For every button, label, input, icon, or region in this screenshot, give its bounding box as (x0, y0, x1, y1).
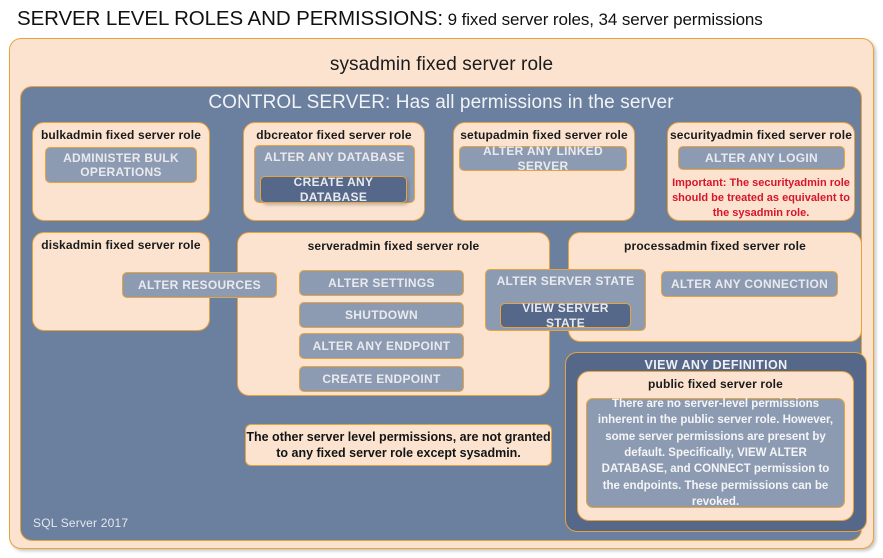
permission-alter-server-state-label: ALTER SERVER STATE (496, 274, 635, 288)
role-title-diskadmin: diskadmin fixed server role (41, 238, 201, 252)
role-title-public: public fixed server role (648, 377, 783, 391)
page-title-main: SERVER LEVEL ROLES AND PERMISSIONS: (17, 7, 444, 30)
role-title-processadmin: processadmin fixed server role (624, 239, 806, 253)
permission-alter-any-connection[interactable]: ALTER ANY CONNECTION (661, 271, 838, 297)
role-title-serveradmin: serveradmin fixed server role (307, 239, 480, 253)
role-title-dbcreator: dbcreator fixed server role (256, 128, 412, 142)
sysadmin-label: sysadmin fixed server role (329, 54, 554, 75)
permission-administer-bulk-operations[interactable]: ADMINISTER BULK OPERATIONS (45, 147, 197, 183)
role-box-securityadmin (667, 122, 855, 221)
public-role-description: There are no server-level permissions in… (586, 398, 845, 508)
permission-alter-settings[interactable]: ALTER SETTINGS (299, 270, 464, 296)
control-server-label: CONTROL SERVER: Has all permissions in t… (208, 92, 674, 113)
page-title-sub: 9 fixed server roles, 34 server permissi… (443, 10, 763, 29)
role-title-setupadmin: setupadmin fixed server role (460, 128, 628, 142)
permission-create-endpoint[interactable]: CREATE ENDPOINT (299, 366, 464, 392)
permission-shutdown[interactable]: SHUTDOWN (299, 302, 464, 328)
role-title-securityadmin: securityadmin fixed server role (669, 128, 853, 142)
permission-alter-any-login[interactable]: ALTER ANY LOGIN (678, 146, 845, 170)
permission-create-any-database[interactable]: CREATE ANY DATABASE (260, 175, 407, 204)
note-other-permissions: The other server level permissions, are … (245, 424, 552, 466)
permission-alter-any-database-label: ALTER ANY DATABASE (264, 150, 405, 164)
role-box-setupadmin (453, 122, 635, 221)
securityadmin-warning: Important: The securityadmin role should… (672, 177, 850, 219)
permission-view-server-state[interactable]: VIEW SERVER STATE (500, 301, 631, 330)
page-title: SERVER LEVEL ROLES AND PERMISSIONS: 9 fi… (17, 7, 877, 33)
permission-view-any-definition: VIEW ANY DEFINITION (644, 358, 788, 372)
permission-alter-resources[interactable]: ALTER RESOURCES (122, 272, 277, 298)
footer-version-label: SQL Server 2017 (33, 516, 129, 530)
role-title-bulkadmin: bulkadmin fixed server role (40, 128, 202, 142)
permission-alter-any-endpoint[interactable]: ALTER ANY ENDPOINT (299, 333, 464, 359)
permission-alter-any-linked-server[interactable]: ALTER ANY LINKED SERVER (459, 144, 627, 173)
